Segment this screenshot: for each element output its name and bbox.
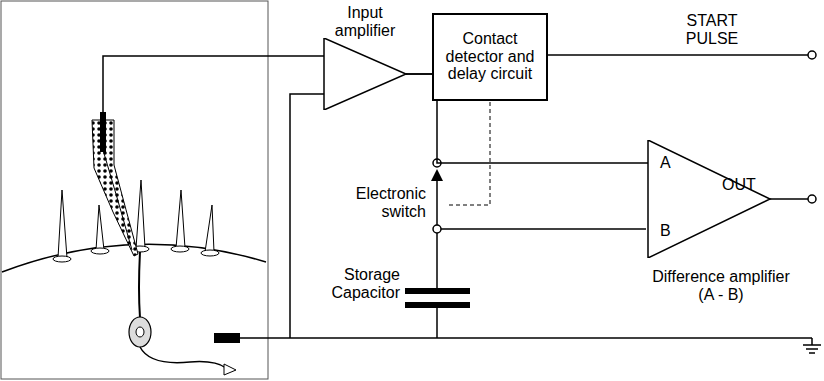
terminal bbox=[808, 51, 816, 59]
electrode-wire bbox=[103, 150, 132, 250]
amplifier-label: Input amplifier bbox=[322, 4, 408, 39]
amplifier-label: Difference amplifier (A - B) bbox=[646, 268, 796, 303]
difference-amplifier: A B Difference amplifier (A - B) bbox=[646, 140, 796, 315]
terminal bbox=[808, 195, 816, 203]
capacitor-plate bbox=[405, 288, 470, 294]
switch-blade bbox=[436, 172, 438, 225]
triangle-outline bbox=[322, 38, 408, 110]
ground-electrode bbox=[214, 333, 240, 343]
signal-name: START PULSE bbox=[672, 12, 752, 47]
process-box: Contact detector and delay circuit bbox=[432, 13, 548, 101]
pin-name: A bbox=[660, 154, 671, 172]
illustration-frame bbox=[1, 1, 268, 379]
pin-name: B bbox=[660, 222, 671, 240]
sensory-neuron bbox=[129, 252, 236, 375]
signal-name: OUT bbox=[722, 176, 762, 194]
box-label: Contact detector and delay circuit bbox=[438, 30, 542, 83]
recording-pipette bbox=[92, 120, 138, 256]
capacitor-plate bbox=[405, 302, 470, 308]
switch-terminal bbox=[433, 225, 441, 233]
part-name: Storage Capacitor bbox=[316, 266, 400, 301]
part-name: Electronic switch bbox=[340, 185, 426, 220]
amplifier-triangle: Input amplifier bbox=[322, 4, 408, 114]
control-line bbox=[446, 102, 490, 205]
electrode-wire bbox=[100, 112, 106, 152]
